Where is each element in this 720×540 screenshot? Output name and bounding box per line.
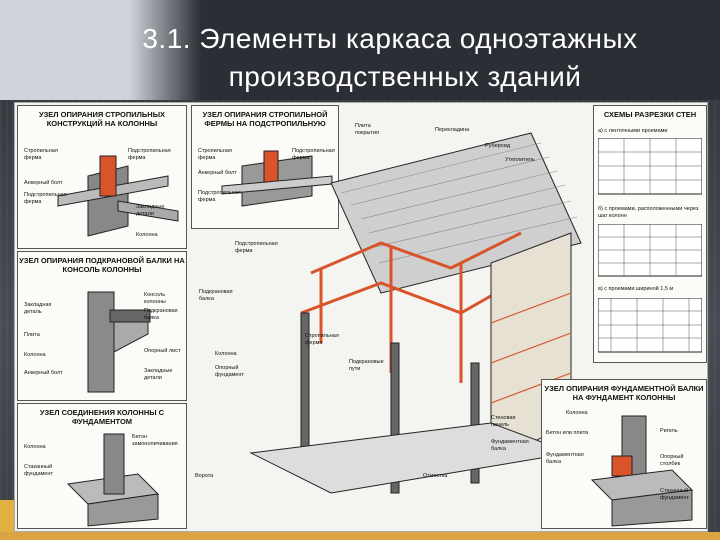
main-isometric-drawing (249, 132, 582, 494)
panel-truss-column: УЗЕЛ ОПИРАНИЯ СТРОПИЛЬНЫХ КОНСТРУКЦИЙ НА… (17, 105, 187, 249)
label: Закладные детали (144, 368, 173, 381)
truss-column-drawing (57, 155, 179, 237)
label: Перекладина (435, 127, 470, 133)
label: Подкрановая балка (199, 289, 233, 302)
label: Колонна (136, 232, 158, 238)
panel-truss-subtruss: УЗЕЛ ОПИРАНИЯ СТРОПИЛЬНОЙ ФЕРМЫ НА ПОДСТ… (191, 105, 339, 229)
label: Стаканный фундамент (660, 488, 689, 501)
foundation-beam-drawing (590, 415, 694, 527)
label: Подстропильная ферма (24, 192, 67, 205)
label: Опорный лист (144, 348, 181, 354)
panel-title: УЗЕЛ ОПИРАНИЯ СТРОПИЛЬНЫХ КОНСТРУКЦИЙ НА… (38, 110, 166, 128)
label: Колонна (215, 351, 237, 357)
panel-wall-schemes: СХЕМЫ РАЗРЕЗКИ СТЕН а) с ленточными прое… (593, 105, 707, 363)
label: Подстропильная ферма (292, 148, 335, 161)
wall-scheme-c (598, 298, 702, 353)
bottom-strip (0, 532, 720, 540)
label: Стеновая панель (491, 415, 516, 428)
label: Подстропильная ферма (235, 241, 278, 254)
label: Подстропильная ферма (198, 190, 241, 203)
panel-title: СХЕМЫ РАЗРЕЗКИ СТЕН (603, 110, 697, 119)
label: Утеплитель (505, 157, 535, 163)
panel-crane-beam: УЗЕЛ ОПИРАНИЯ ПОДКРАНОВОЙ БАЛКИ НА КОНСО… (17, 251, 187, 401)
wall-scheme-a (598, 138, 702, 195)
label: Фундаментная балка (546, 452, 584, 465)
label: Плита покрытия (355, 123, 380, 136)
panel-title: УЗЕЛ СОЕДИНЕНИЯ КОЛОННЫ С ФУНДАМЕНТОМ (39, 408, 165, 426)
label: Бетон замоноличивания (132, 434, 178, 447)
label: Стропильная ферма (305, 333, 339, 346)
title-line-1: 3.1. Элементы каркаса одноэтажных (142, 23, 638, 54)
label: Стаканный фундамент (24, 464, 53, 477)
caption: а) с ленточными проемами (598, 128, 668, 134)
panel-foundation-beam: УЗЕЛ ОПИРАНИЯ ФУНДАМЕНТНОЙ БАЛКИ НА ФУНД… (541, 379, 707, 529)
panel-title: УЗЕЛ ОПИРАНИЯ ФУНДАМЕНТНОЙ БАЛКИ НА ФУНД… (544, 384, 704, 402)
label: Анкерный болт (24, 180, 63, 186)
caption: б) с проемами, расположенными через шаг … (598, 206, 699, 219)
column-foundation-drawing (66, 433, 160, 527)
label: Плита (24, 332, 40, 338)
slide-title: 3.1. Элементы каркаса одноэтажных произв… (80, 20, 700, 96)
title-band (0, 0, 720, 100)
label: Отмостка (423, 473, 448, 479)
label: Колонна (24, 444, 46, 450)
label: Стропильная ферма (24, 148, 58, 161)
label: Рубероид (485, 143, 511, 149)
caption: в) с проемами шириной 1,5 м (598, 286, 674, 292)
label: Опорный фундамент (215, 365, 244, 378)
label: Подкрановая балка (144, 308, 178, 321)
panel-column-foundation: УЗЕЛ СОЕДИНЕНИЯ КОЛОННЫ С ФУНДАМЕНТОМ Ко… (17, 403, 187, 529)
label: Консоль колонны (144, 292, 166, 305)
label: Бетон или плита (546, 430, 589, 436)
drawing-sheet: УЗЕЛ ОПИРАНИЯ СТРОПИЛЬНЫХ КОНСТРУКЦИЙ НА… (14, 102, 708, 532)
label: Фундаментная балка (491, 439, 529, 452)
label: Колонна (566, 410, 588, 416)
wall-scheme-b (598, 224, 702, 277)
label: Опорный столбик (660, 454, 684, 467)
label: Подстропильная ферма (128, 148, 171, 161)
label: Ригель (660, 428, 678, 434)
title-line-2: производственных зданий (228, 61, 582, 92)
label: Закладная деталь (24, 302, 52, 315)
label: Анкерный болт (198, 170, 237, 176)
label: Стропильная ферма (198, 148, 232, 161)
label: Анкерный болт (24, 370, 63, 376)
label: Подкрановые пути (349, 359, 384, 372)
corner-accent (0, 500, 14, 540)
panel-title: УЗЕЛ ОПИРАНИЯ ПОДКРАНОВОЙ БАЛКИ НА КОНСО… (19, 256, 185, 274)
label: Ворота (195, 473, 214, 479)
label: Закладные детали (136, 204, 165, 217)
truss-subtruss-drawing (221, 150, 333, 207)
crane-beam-drawing (87, 291, 151, 393)
label: Колонна (24, 352, 46, 358)
panel-title: УЗЕЛ ОПИРАНИЯ СТРОПИЛЬНОЙ ФЕРМЫ НА ПОДСТ… (202, 110, 328, 128)
